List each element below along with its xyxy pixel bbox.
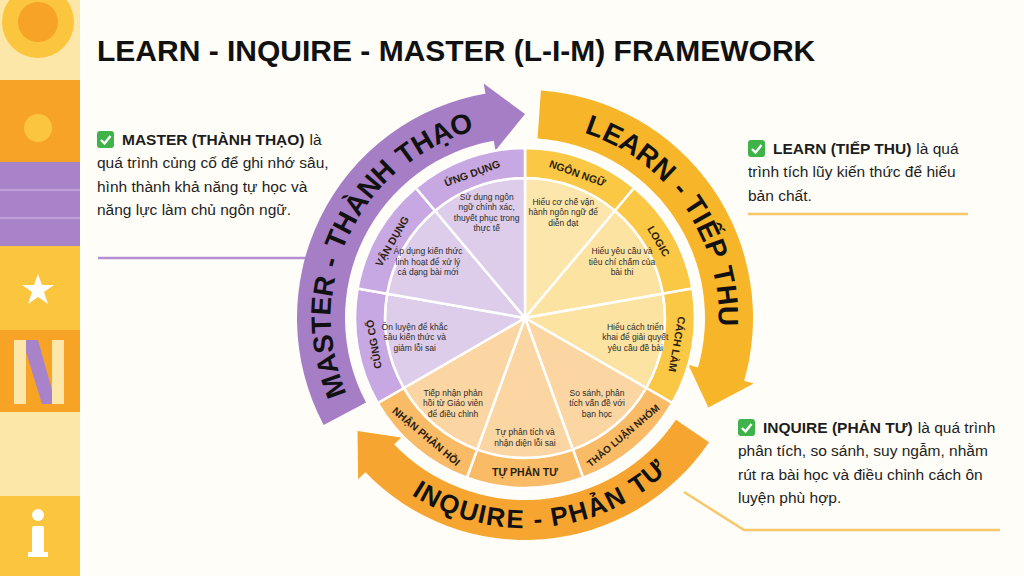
segment-band bbox=[615, 188, 692, 294]
stage-ring: MASTER - THÀNH THẠO bbox=[285, 78, 765, 558]
step-text: Hiểu yêu cầu và tiêu chí chấm của bài th… bbox=[587, 246, 657, 278]
segment-band bbox=[467, 450, 583, 488]
step-text: Áp dụng kiến thức linh hoạt để xử lý cá … bbox=[393, 246, 463, 278]
stage-letter bbox=[524, 506, 533, 532]
step-segment: ỨNG DỤNGSử dụng ngôn ngữ chính xác, thuy… bbox=[285, 78, 765, 558]
ring-arrowhead bbox=[484, 84, 525, 151]
step-text: So sánh, phân tích vấn đề với bạn học bbox=[562, 388, 632, 420]
step-text: Hiểu cách triển khai để giải quyết yêu c… bbox=[600, 322, 670, 354]
stage-letter: - bbox=[532, 505, 543, 532]
check-icon bbox=[97, 131, 114, 148]
step-text: Tiếp nhận phản hồi từ Giáo viên để điều … bbox=[418, 388, 488, 420]
wheel: LEARN - TIẾP THUNGÔN NGỮHiểu cơ chế vận … bbox=[285, 78, 765, 558]
callout: LEARN (TIẾP THU)là quá trình tích lũy ki… bbox=[748, 137, 980, 207]
step-name: TỰ PHẢN TƯ bbox=[492, 467, 558, 478]
callout-heading: MASTER (THÀNH THẠO) bbox=[122, 131, 305, 148]
stage-letter: T bbox=[308, 316, 337, 335]
stage-letter: E bbox=[506, 505, 526, 532]
title: LEARN - INQUIRE - MASTER (L-I-M) FRAMEWO… bbox=[97, 34, 815, 68]
stage-letter: S bbox=[309, 333, 339, 356]
ring-arrowhead bbox=[358, 431, 402, 479]
stage-letter: R bbox=[485, 503, 508, 532]
stage-ring: INQUIRE - PHẢN TƯ bbox=[285, 78, 765, 558]
step-text: Hiểu cơ chế vận hành ngôn ngữ để diễn đạ… bbox=[528, 197, 598, 229]
callout: MASTER (THÀNH THẠO)là quá trình củng cố … bbox=[97, 128, 342, 221]
callout-heading: LEARN (TIẾP THU) bbox=[773, 140, 911, 157]
callout-heading: INQUIRE (PHẢN TƯ) bbox=[763, 419, 913, 436]
stage-letter: U bbox=[714, 305, 742, 327]
side-strip bbox=[0, 0, 80, 576]
check-icon bbox=[738, 419, 755, 436]
stage-letter: R bbox=[309, 273, 340, 298]
step-text: Tự phân tích và nhận diện lỗi sai bbox=[493, 427, 557, 448]
stage-name: MASTER - THÀNH THẠO bbox=[285, 78, 765, 558]
stage-ring: LEARN - TIẾP THU bbox=[285, 78, 765, 558]
step-text: Ôn luyện để khắc sâu kiến thức và giảm l… bbox=[380, 322, 450, 354]
step-text: Sử dụng ngôn ngữ chính xác, thuyết phục … bbox=[452, 192, 522, 235]
stage-letter: - bbox=[315, 253, 345, 271]
callout: INQUIRE (PHẢN TƯ)là quá trình phân tích,… bbox=[738, 416, 1010, 509]
segment-shape bbox=[285, 78, 765, 558]
stage-name: LEARN - TIẾP THU bbox=[285, 78, 765, 558]
stage-name: INQUIRE - PHẢN TƯ bbox=[285, 78, 765, 558]
segment-band bbox=[358, 188, 435, 294]
check-icon bbox=[748, 140, 765, 157]
stage-letter: H bbox=[712, 283, 742, 307]
stage-letter: E bbox=[308, 296, 337, 317]
ring-arrowhead bbox=[688, 365, 753, 408]
